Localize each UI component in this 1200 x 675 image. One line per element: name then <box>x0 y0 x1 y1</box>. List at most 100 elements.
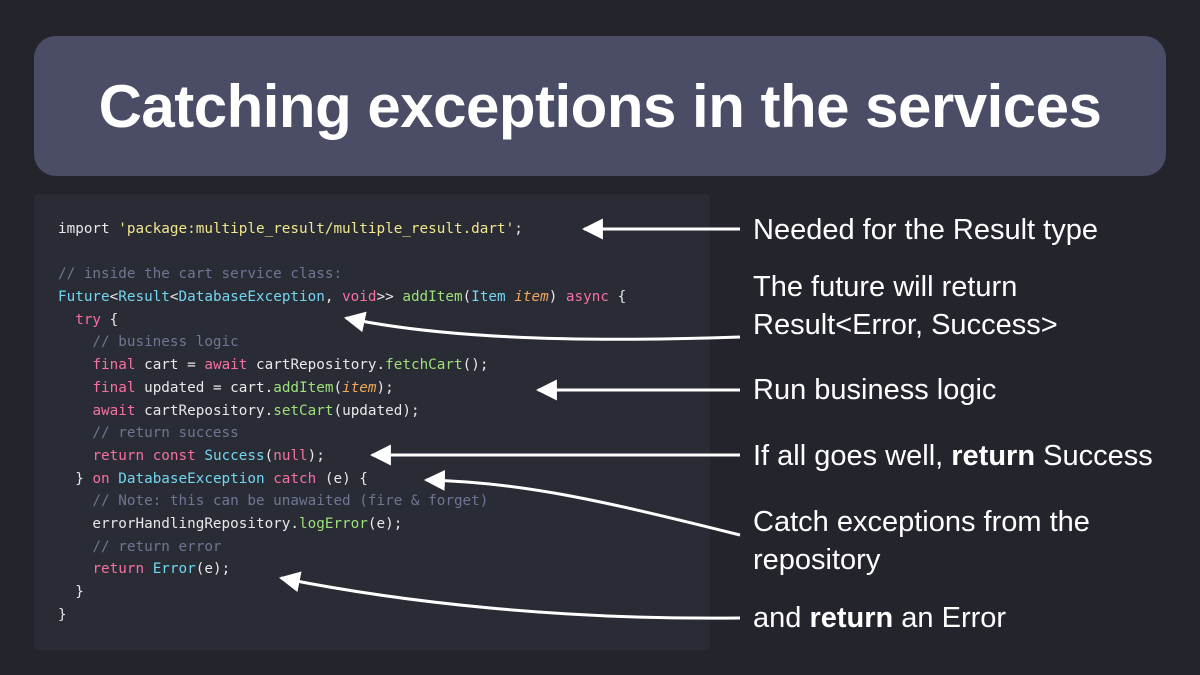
code-token: ( <box>462 289 472 306</box>
code-line: // Note: this can be unawaited (fire & f… <box>58 490 626 513</box>
code-token: < <box>169 289 179 306</box>
code-token: ( <box>333 379 343 396</box>
code-token: cart = <box>135 357 205 374</box>
code-line: return const Success(null); <box>58 445 626 468</box>
code-token: // inside the cart service class: <box>58 266 343 283</box>
code-token: setCart <box>273 402 334 419</box>
code-token: < <box>109 289 119 306</box>
annotation-error-post: an Error <box>893 602 1007 634</box>
code-token: Item <box>471 289 506 306</box>
annotation-future-line1: The future will return <box>753 271 1018 303</box>
annotation-success-bold: return <box>951 440 1036 472</box>
annotation-catch: Catch exceptions from the repository <box>753 503 1090 579</box>
code-token: , <box>324 289 343 306</box>
code-token: cartRepository. <box>247 357 386 374</box>
code-line: await cartRepository.setCart(updated); <box>58 400 626 423</box>
code-token: final <box>92 357 136 374</box>
annotation-error: and return an Error <box>753 599 1006 637</box>
arrow-catch <box>423 469 741 537</box>
code-token: updated = cart. <box>135 379 274 396</box>
code-token: ); <box>376 379 394 396</box>
code-line: errorHandlingRepository.logError(e); <box>58 513 626 536</box>
code-token: item <box>514 289 549 306</box>
code-token: on <box>92 470 110 487</box>
code-token: addItem <box>402 289 463 306</box>
code-line: return Error(e); <box>58 558 626 581</box>
code-token: Error <box>152 561 196 578</box>
code-token: try <box>75 311 102 328</box>
annotation-catch-line1: Catch exceptions from the <box>753 506 1090 538</box>
code-token: { <box>101 311 119 328</box>
code-token: logError <box>299 515 368 532</box>
code-token: (e); <box>195 561 231 578</box>
code-token: } <box>58 584 84 600</box>
code-token: } <box>58 606 67 623</box>
code-token: import <box>58 221 119 237</box>
code-token: addItem <box>273 379 334 396</box>
annotation-future: The future will return Result<Error, Suc… <box>753 268 1058 344</box>
title-bar: Catching exceptions in the services <box>34 36 1166 176</box>
annotation-success-pre: If all goes well, <box>753 440 952 472</box>
code-token: Success <box>204 447 265 464</box>
code-token: ; <box>514 221 523 237</box>
code-token: await <box>204 357 248 374</box>
code-line: // inside the cart service class: <box>58 263 626 286</box>
annotation-error-bold: return <box>809 602 894 634</box>
code-token: Future <box>58 289 110 306</box>
code-line: } <box>58 604 626 627</box>
code-token: DatabaseException <box>178 289 325 306</box>
code-line: final cart = await cartRepository.fetchC… <box>58 354 626 377</box>
code-token: ) <box>548 289 566 306</box>
annotation-logic: Run business logic <box>753 374 997 406</box>
code-token: // business logic <box>58 334 239 351</box>
code-token: } <box>58 470 93 487</box>
annotation-catch-line2: repository <box>753 544 881 576</box>
code-token: cartRepository. <box>135 402 274 419</box>
code-token: (updated); <box>333 402 420 419</box>
code-token: Result <box>118 289 170 306</box>
annotation-error-pre: and <box>753 602 810 634</box>
code-token: (); <box>462 357 489 374</box>
code-token: async <box>565 289 609 306</box>
code-token: catch <box>273 470 317 487</box>
annotation-success-post: Success <box>1035 440 1153 472</box>
arrow-error <box>278 571 741 620</box>
code-token: (e) { <box>316 470 368 487</box>
code-line: try { <box>58 309 626 332</box>
code-token: ); <box>307 447 325 464</box>
code-token: return <box>92 561 145 578</box>
code-block: import 'package:multiple_result/multiple… <box>58 218 626 626</box>
code-line: // return success <box>58 422 626 445</box>
code-token: null <box>273 447 308 464</box>
code-line: Future<Result<DatabaseException, void>> … <box>58 286 626 309</box>
code-token: ( <box>264 447 274 464</box>
code-line: } <box>58 581 626 604</box>
code-token: void <box>342 289 377 306</box>
annotation-future-line2: Result<Error, Success> <box>753 309 1058 341</box>
code-panel: import 'package:multiple_result/multiple… <box>34 194 710 650</box>
code-token: await <box>92 402 136 419</box>
code-token: final <box>92 379 136 396</box>
code-token: DatabaseException <box>118 470 265 487</box>
code-token: // return error <box>58 538 222 555</box>
code-line: final updated = cart.addItem(item); <box>58 377 626 400</box>
code-token: >> <box>376 289 403 306</box>
code-token: (e); <box>367 515 403 532</box>
code-token: // return success <box>58 425 239 442</box>
code-line: } on DatabaseException catch (e) { <box>58 468 626 491</box>
code-token: // Note: this can be unawaited (fire & f… <box>58 493 489 510</box>
code-token: return <box>92 447 145 464</box>
code-token: errorHandlingRepository. <box>58 515 300 532</box>
code-line: import 'package:multiple_result/multiple… <box>58 218 626 241</box>
arrow-future <box>343 311 741 341</box>
code-token: 'package:multiple_result/multiple_result… <box>118 221 515 237</box>
code-token: fetchCart <box>385 357 463 374</box>
annotation-import: Needed for the Result type <box>753 214 1098 246</box>
code-token: item <box>342 379 377 396</box>
code-token: const <box>152 447 196 464</box>
code-line: // business logic <box>58 331 626 354</box>
code-token: { <box>608 289 627 306</box>
annotation-success: If all goes well, return Success <box>753 437 1153 475</box>
code-line: // return error <box>58 536 626 559</box>
